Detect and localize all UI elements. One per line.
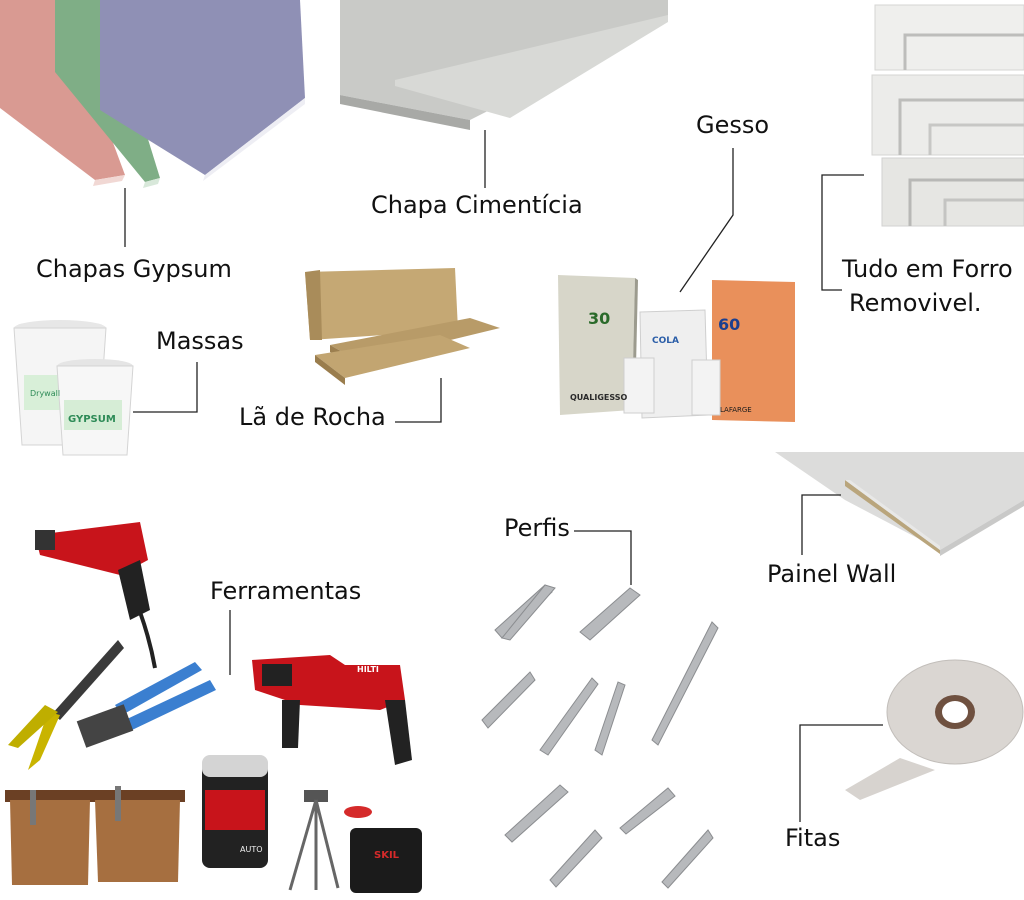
drywall-compound-buckets-image: GYPSUM Drywall bbox=[13, 320, 134, 456]
tools-image: HILTI AUTO SKIL bbox=[5, 522, 422, 893]
bag-maker-text: LAFARGE bbox=[720, 406, 752, 414]
label-painel-wall: Painel Wall bbox=[767, 560, 897, 588]
joint-tape-image bbox=[845, 659, 1024, 800]
label-perfis: Perfis bbox=[504, 514, 570, 542]
case-brand-text: SKIL bbox=[374, 850, 400, 861]
label-massas: Massas bbox=[156, 327, 244, 355]
ceiling-tiles-image bbox=[871, 4, 1024, 227]
rock-wool-image bbox=[305, 268, 500, 385]
cement-board-image bbox=[340, 0, 668, 130]
bag-60-number: 60 bbox=[718, 315, 740, 334]
label-removivel: Removivel. bbox=[849, 289, 982, 317]
drill-brand-text: HILTI bbox=[357, 665, 379, 674]
laser-brand-text: AUTO bbox=[240, 845, 263, 854]
bucket-brand-top-text: Drywall bbox=[30, 389, 60, 398]
label-chapa-cimenticia: Chapa Cimentícia bbox=[371, 191, 583, 219]
bag-brand-text: QUALIGESSO bbox=[570, 393, 628, 402]
metal-profiles-image bbox=[481, 584, 719, 889]
label-fitas: Fitas bbox=[785, 824, 841, 852]
wall-panel-image bbox=[775, 452, 1024, 556]
plaster-bags-image: 30 60 COLA QUALIGESSO LAFARGE bbox=[558, 275, 795, 422]
label-tudo-em-forro: Tudo em Forro bbox=[842, 255, 1013, 283]
bag-30-number: 30 bbox=[588, 309, 610, 328]
bucket-brand-text: GYPSUM bbox=[68, 414, 116, 425]
label-gesso: Gesso bbox=[696, 111, 770, 139]
label-chapas-gypsum: Chapas Gypsum bbox=[36, 255, 232, 283]
label-ferramentas: Ferramentas bbox=[210, 577, 362, 605]
gypsum-boards-image bbox=[0, 0, 305, 188]
bag-cola-text: COLA bbox=[652, 336, 679, 346]
label-la-de-rocha: Lã de Rocha bbox=[239, 403, 386, 431]
